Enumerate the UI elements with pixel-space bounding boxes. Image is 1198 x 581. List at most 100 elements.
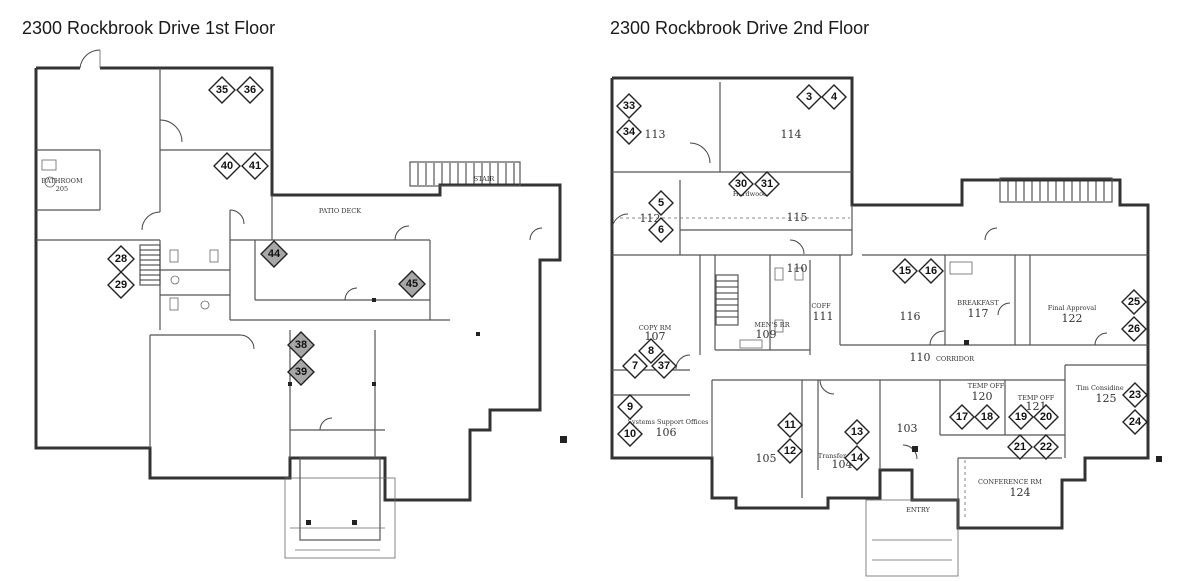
- room-113: 113: [645, 128, 666, 141]
- marker-17[interactable]: 17: [949, 404, 975, 430]
- room-107-label: COPY RM: [639, 324, 672, 332]
- marker-31[interactable]: 31: [754, 171, 780, 197]
- room-115-label: Hardwood: [733, 190, 767, 198]
- marker-40[interactable]: 40: [213, 152, 241, 180]
- marker-39[interactable]: 39: [287, 358, 315, 386]
- corridor-label: CORRIDOR: [936, 355, 975, 363]
- marker-19[interactable]: 19: [1008, 404, 1034, 430]
- marker-33[interactable]: 33: [616, 93, 642, 119]
- svg-text:37: 37: [658, 360, 670, 372]
- svg-text:23: 23: [1129, 389, 1141, 401]
- room-116: 116: [900, 310, 921, 323]
- room-number: 205: [56, 185, 68, 193]
- marker-41[interactable]: 41: [241, 152, 269, 180]
- room-109: 109: [756, 328, 777, 341]
- svg-text:25: 25: [1128, 296, 1140, 308]
- svg-text:3: 3: [806, 91, 812, 103]
- room-120-label: TEMP OFF: [968, 382, 1005, 390]
- room-103: 103: [897, 422, 918, 435]
- room-121-label: TEMP OFF: [1018, 394, 1055, 402]
- room-112: 112: [640, 212, 661, 225]
- marker-4[interactable]: 4: [821, 84, 847, 110]
- svg-text:28: 28: [115, 253, 127, 265]
- marker-38[interactable]: 38: [287, 331, 315, 359]
- marker-12[interactable]: 12: [777, 438, 803, 464]
- room-122: 122: [1062, 312, 1083, 325]
- svg-text:13: 13: [851, 426, 863, 438]
- room-111-label: COFF: [811, 302, 831, 310]
- marker-35[interactable]: 35: [208, 76, 236, 104]
- room-105: 105: [756, 452, 777, 465]
- svg-text:38: 38: [295, 339, 307, 351]
- room-107: 107: [645, 330, 666, 343]
- room-106: 106: [656, 426, 677, 439]
- svg-text:11: 11: [784, 419, 796, 431]
- marker-11[interactable]: 11: [777, 412, 803, 438]
- svg-text:20: 20: [1040, 411, 1052, 423]
- marker-15[interactable]: 15: [892, 258, 918, 284]
- svg-text:26: 26: [1128, 323, 1140, 335]
- room-125-label: Tim Considine: [1076, 384, 1124, 392]
- room-110-corridor: 110: [910, 351, 931, 364]
- marker-9[interactable]: 9: [617, 394, 643, 420]
- marker-24[interactable]: 24: [1122, 409, 1148, 435]
- first-floor-plan: BATHROOM 205 PATIO DECK STAIR 35 36 40 4…: [34, 49, 567, 559]
- marker-37[interactable]: 37: [651, 353, 677, 379]
- svg-text:21: 21: [1014, 441, 1026, 453]
- marker-18[interactable]: 18: [974, 404, 1000, 430]
- room-104: 104: [832, 458, 853, 471]
- room-114: 114: [781, 128, 802, 141]
- svg-text:9: 9: [627, 401, 633, 413]
- svg-text:24: 24: [1129, 416, 1142, 428]
- second-floor-title: 2300 Rockbrook Drive 2nd Floor: [610, 18, 870, 38]
- marker-22[interactable]: 22: [1033, 434, 1059, 460]
- marker-25[interactable]: 25: [1121, 289, 1147, 315]
- marker-3[interactable]: 3: [796, 84, 822, 110]
- marker-21[interactable]: 21: [1007, 434, 1033, 460]
- marker-14[interactable]: 14: [844, 445, 870, 471]
- marker-23[interactable]: 23: [1122, 382, 1148, 408]
- marker-34[interactable]: 34: [616, 119, 642, 145]
- first-floor-title: 2300 Rockbrook Drive 1st Floor: [22, 18, 276, 38]
- svg-text:12: 12: [784, 445, 796, 457]
- marker-44[interactable]: 44: [260, 240, 288, 268]
- svg-text:34: 34: [623, 126, 636, 138]
- marker-8[interactable]: 8: [638, 338, 664, 364]
- svg-text:29: 29: [115, 279, 127, 291]
- marker-7[interactable]: 7: [622, 353, 648, 379]
- room-115: 115: [787, 211, 808, 224]
- svg-text:22: 22: [1040, 441, 1052, 453]
- marker-16[interactable]: 16: [918, 258, 944, 284]
- room-110-upper: 110: [787, 262, 808, 275]
- marker-5[interactable]: 5: [648, 190, 674, 216]
- room-125: 125: [1096, 392, 1117, 405]
- svg-text:39: 39: [295, 366, 307, 378]
- svg-text:6: 6: [658, 224, 664, 236]
- marker-45[interactable]: 45: [398, 270, 426, 298]
- marker-26[interactable]: 26: [1121, 316, 1147, 342]
- marker-29[interactable]: 29: [107, 271, 135, 299]
- entry-label: ENTRY: [906, 506, 930, 514]
- second-floor-plan: 113 114 112 Hardwood 115 110 116 BREAKFA…: [610, 76, 1162, 577]
- room-122-label: Final Approval: [1048, 304, 1096, 312]
- svg-text:17: 17: [956, 411, 968, 423]
- svg-text:14: 14: [851, 452, 864, 464]
- svg-text:36: 36: [244, 84, 256, 96]
- marker-36[interactable]: 36: [236, 76, 264, 104]
- marker-20[interactable]: 20: [1033, 404, 1059, 430]
- marker-28[interactable]: 28: [107, 245, 135, 273]
- room-label: STAIR: [474, 175, 496, 183]
- svg-text:35: 35: [216, 84, 228, 96]
- room-124: 124: [1010, 486, 1031, 499]
- marker-13[interactable]: 13: [844, 419, 870, 445]
- room-106-label: Systems Support Offices: [628, 418, 709, 426]
- svg-text:4: 4: [831, 91, 838, 103]
- svg-text:33: 33: [623, 100, 635, 112]
- room-104-label: Transfer: [818, 452, 847, 460]
- svg-text:30: 30: [735, 178, 747, 190]
- marker-30[interactable]: 30: [728, 171, 754, 197]
- marker-6[interactable]: 6: [648, 217, 674, 243]
- svg-text:41: 41: [249, 160, 261, 172]
- marker-10[interactable]: 10: [617, 421, 643, 447]
